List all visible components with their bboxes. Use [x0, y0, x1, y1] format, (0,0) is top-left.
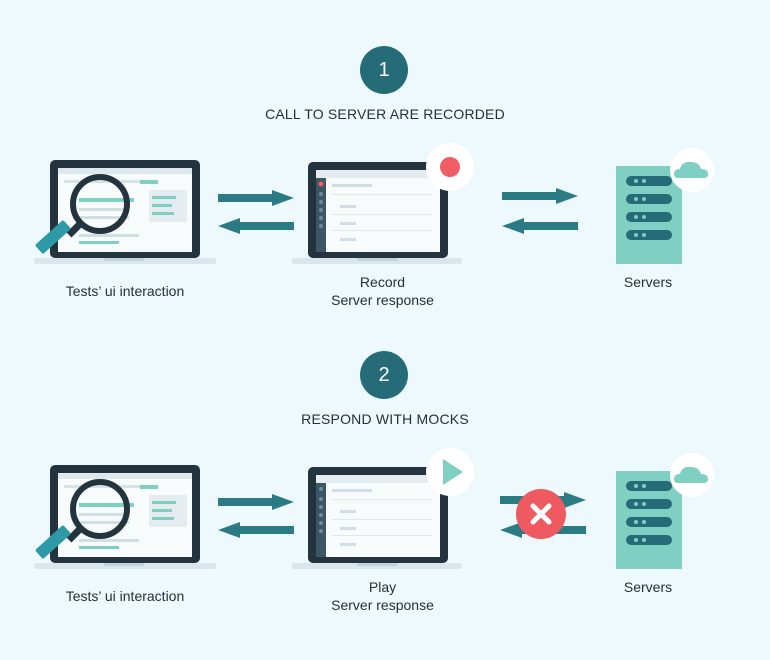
client-laptop-1 — [34, 160, 216, 264]
record-icon — [426, 143, 474, 191]
client-caption-2: Tests’ ui interaction — [65, 588, 185, 604]
step-2-title: RESPOND WITH MOCKS — [301, 411, 469, 427]
record-laptop — [292, 162, 462, 264]
record-caption-line1: Record — [359, 274, 406, 290]
response-arrow-2 — [218, 522, 294, 538]
close-icon — [516, 489, 566, 539]
play-icon — [426, 448, 474, 496]
play-caption-line1: Play — [368, 579, 397, 595]
server-caption-2: Servers — [623, 579, 673, 595]
server-request-arrow-1 — [502, 188, 578, 204]
play-caption-line2: Server response — [331, 597, 434, 613]
step-2-badge: 2 — [360, 351, 408, 399]
server-response-arrow-1 — [502, 218, 578, 234]
response-arrow-1 — [218, 218, 294, 234]
play-caption: Play Server response — [300, 578, 465, 614]
server-2 — [616, 453, 714, 569]
record-caption: Record Server response — [300, 273, 465, 309]
step-2-number: 2 — [378, 363, 390, 386]
step-1-badge: 1 — [360, 46, 408, 94]
server-1 — [616, 148, 714, 264]
play-laptop — [292, 467, 462, 569]
request-arrow-2 — [218, 494, 294, 510]
request-arrow-1 — [218, 190, 294, 206]
step-1-number: 1 — [378, 58, 390, 81]
record-caption-line2: Server response — [331, 292, 434, 308]
step-1-title: CALL TO SERVER ARE RECORDED — [265, 106, 505, 122]
client-caption-1: Tests’ ui interaction — [65, 283, 185, 299]
client-laptop-2 — [34, 465, 216, 569]
server-caption-1: Servers — [623, 274, 673, 290]
